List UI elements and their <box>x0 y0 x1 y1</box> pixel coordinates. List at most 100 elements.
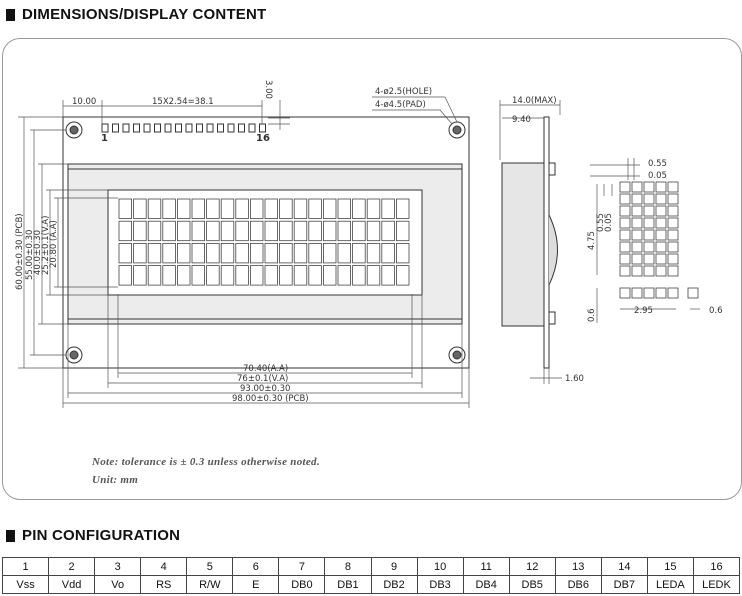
width-aa: 70.40(A.A) <box>243 364 288 374</box>
dot-pixel <box>643 181 655 193</box>
character-cell <box>162 198 176 219</box>
dot-pixel <box>655 205 667 217</box>
character-cell <box>279 265 293 286</box>
dot-pitch-055: 0.55 <box>648 159 667 169</box>
character-cell <box>220 220 235 242</box>
pin1-label: 1 <box>101 133 108 144</box>
character-cell <box>381 198 395 219</box>
pin-number-cell: 1 <box>1 557 50 576</box>
character-cell <box>308 220 322 242</box>
pin-label-cell: DB7 <box>600 575 648 594</box>
height-55: 55.00±0.30 <box>25 230 35 280</box>
character-cell <box>162 265 176 286</box>
side-940: 9.40 <box>512 115 531 125</box>
dot-pixel <box>667 205 679 217</box>
height-aa: 20.80 (A.A) <box>49 220 59 268</box>
dot-width-295: 2.95 <box>634 306 653 316</box>
dot-pixel <box>655 253 667 265</box>
dot-pixel <box>619 253 631 265</box>
character-cell <box>395 242 410 264</box>
character-cell <box>249 242 264 264</box>
character-cell <box>337 220 352 242</box>
dim-pitch: 15X2.54=38.1 <box>152 97 214 107</box>
character-grid <box>118 198 410 286</box>
side-thickness: 14.0(MAX) <box>512 96 557 106</box>
dot-pixel <box>631 217 643 229</box>
character-cell <box>249 220 264 242</box>
pin-label-cell: Vss <box>1 575 50 594</box>
dimensions-title-text: DIMENSIONS/DISPLAY CONTENT <box>22 6 267 23</box>
character-cell <box>352 265 366 286</box>
pin-pad <box>185 123 193 133</box>
pin-number-cell: 16 <box>692 557 741 576</box>
pin-number-cell: 7 <box>278 557 326 576</box>
pin-number-cell: 10 <box>416 557 464 576</box>
character-cell <box>352 242 366 264</box>
unit-note: Unit: mm <box>92 474 139 486</box>
dot-pixel <box>631 253 643 265</box>
pin-label-cell: DB0 <box>278 575 326 594</box>
dot-005-vert: 0.05 <box>604 213 614 232</box>
character-cell <box>366 242 381 264</box>
pin-pad <box>248 123 256 133</box>
pin-pad <box>164 123 172 133</box>
character-cell <box>118 265 133 286</box>
character-cell <box>206 265 220 286</box>
pin-number-cell: 6 <box>232 557 280 576</box>
pin-label-cell: DB2 <box>370 575 418 594</box>
character-cell <box>308 198 322 219</box>
pin16-label: 16 <box>256 133 270 144</box>
character-cell <box>293 265 308 286</box>
cursor-dot <box>667 287 679 299</box>
dot-pixel <box>619 265 631 277</box>
character-cell <box>191 242 206 264</box>
character-cell <box>366 220 381 242</box>
height-40: 40.0±0.30 <box>33 230 43 275</box>
pin-header <box>101 123 266 133</box>
character-cell <box>206 220 220 242</box>
dot-pixel <box>655 229 667 241</box>
character-cell <box>395 220 410 242</box>
dot-pixel <box>631 205 643 217</box>
pin-pad <box>112 123 119 133</box>
dot-pixel <box>631 193 643 205</box>
character-cell <box>352 198 366 219</box>
pin-label-cell: LEDA <box>646 575 694 594</box>
character-cell <box>381 242 395 264</box>
pin-number-cell: 5 <box>186 557 234 576</box>
character-cell <box>293 198 308 219</box>
dot-pixel <box>643 265 655 277</box>
dot-06-horiz: 0.6 <box>709 306 723 316</box>
section-marker <box>6 8 15 21</box>
character-cell <box>264 198 279 219</box>
dot-pixel <box>667 217 679 229</box>
character-cell <box>206 198 220 219</box>
character-cell <box>133 242 147 264</box>
dot-pixel <box>643 193 655 205</box>
character-cell <box>264 242 279 264</box>
pin-pad <box>133 123 140 133</box>
character-cell <box>235 198 249 219</box>
character-cell <box>308 265 322 286</box>
character-cell <box>264 220 279 242</box>
character-cell <box>235 220 249 242</box>
height-pcb: 60.00±0.30 (PCB) <box>15 213 25 290</box>
height-va: 25.2±0.1(V.A) <box>41 216 51 275</box>
pin-title-text: PIN CONFIGURATION <box>22 527 181 544</box>
dim-10: 10.00 <box>72 97 96 107</box>
character-cell <box>235 242 249 264</box>
character-cell <box>206 242 220 264</box>
dot-pixel <box>631 265 643 277</box>
dot-pixel <box>667 193 679 205</box>
character-cell <box>366 265 381 286</box>
dot-pixel <box>643 229 655 241</box>
side-160: 1.60 <box>565 374 584 384</box>
character-cell <box>322 242 337 264</box>
dot-pixel <box>655 265 667 277</box>
side-view <box>499 100 562 384</box>
pin-pad <box>175 123 182 133</box>
dot-pixel <box>643 217 655 229</box>
